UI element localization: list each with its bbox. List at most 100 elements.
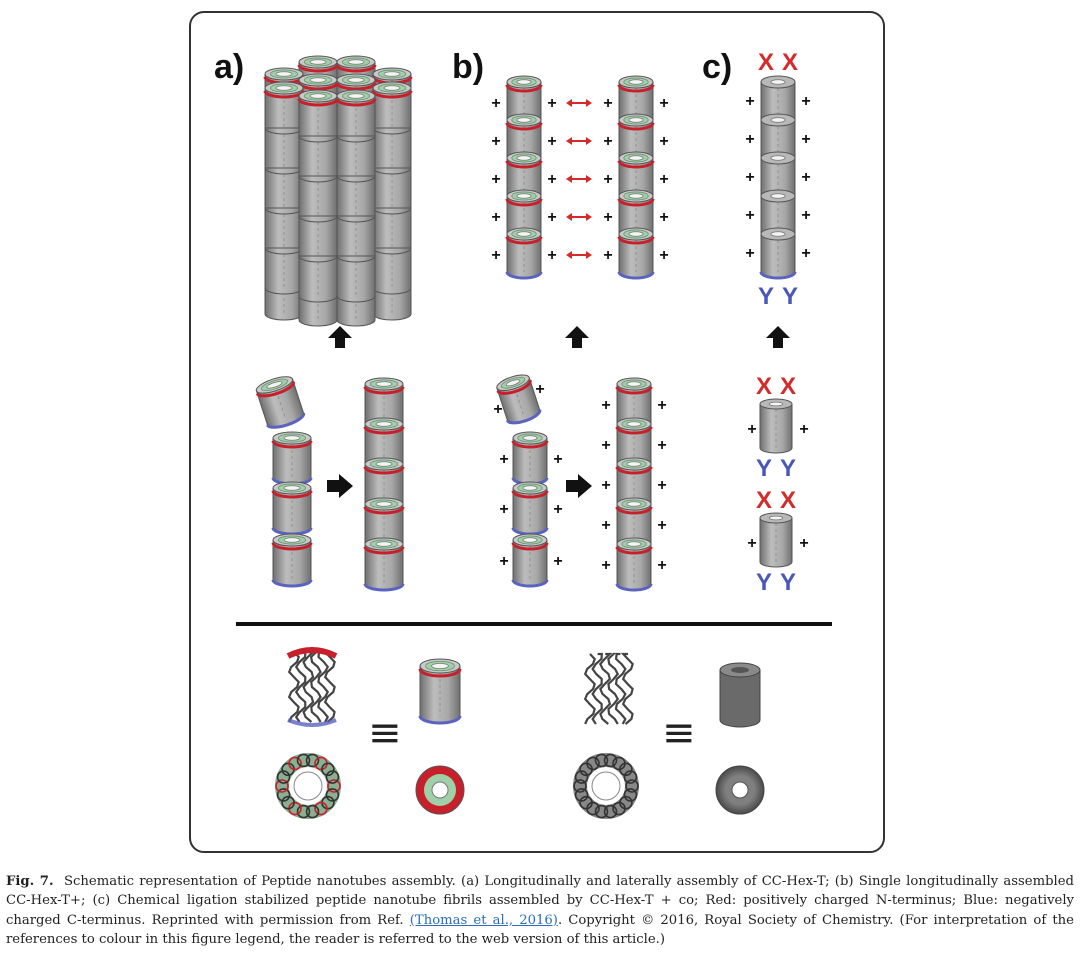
n-terminus-edge bbox=[297, 98, 339, 107]
panel-a-bundle bbox=[263, 55, 413, 327]
segment-lumen bbox=[628, 79, 644, 85]
positive-charge: + bbox=[499, 451, 508, 468]
positive-charge: + bbox=[603, 95, 612, 112]
x-mark: X bbox=[756, 487, 772, 514]
ring-helix bbox=[612, 801, 626, 816]
nanotube-segment bbox=[298, 255, 338, 303]
ring-helix bbox=[625, 779, 639, 793]
tilted-monomer bbox=[496, 374, 542, 425]
nanotube-segment bbox=[418, 658, 462, 725]
ring-helix bbox=[574, 770, 589, 784]
positive-charge: + bbox=[491, 247, 500, 264]
y-mark: Y bbox=[758, 283, 774, 310]
caption-label: Fig. 7. bbox=[6, 874, 54, 889]
right-arrow bbox=[327, 474, 353, 498]
n-terminus-edge bbox=[511, 440, 549, 449]
segment-lumen bbox=[266, 381, 283, 389]
positive-charge: + bbox=[547, 171, 556, 188]
nanotube-segment bbox=[759, 512, 793, 568]
bundle-tube bbox=[263, 81, 305, 295]
ring-helix bbox=[579, 795, 593, 810]
positive-charge: + bbox=[499, 553, 508, 570]
nanotube-segment bbox=[336, 135, 376, 183]
positive-charge: + bbox=[547, 133, 556, 150]
nanotube-segment bbox=[759, 227, 797, 280]
nanotube-segment bbox=[298, 215, 338, 263]
helix-strand bbox=[614, 652, 627, 725]
ring-helix bbox=[586, 756, 600, 771]
nanotube-segment bbox=[297, 89, 339, 143]
caption-reference-link[interactable]: (Thomas et al., 2016) bbox=[409, 912, 558, 928]
segment-lumen bbox=[770, 193, 786, 199]
positive-charge: + bbox=[747, 421, 756, 438]
positive-charge: + bbox=[659, 133, 668, 150]
positive-charge: + bbox=[491, 95, 500, 112]
helix-strand bbox=[287, 651, 301, 723]
nanotube-segment bbox=[511, 481, 549, 536]
c-terminus-edge bbox=[617, 271, 655, 280]
up-arrow bbox=[565, 326, 589, 348]
n-terminus-edge bbox=[371, 90, 413, 99]
nanotube-segment bbox=[336, 215, 376, 263]
nanotube-segment bbox=[372, 167, 412, 215]
segment-lumen bbox=[275, 85, 293, 91]
positive-charge: + bbox=[745, 207, 754, 224]
positive-charge: + bbox=[657, 397, 666, 414]
ring-helix bbox=[327, 779, 341, 793]
helix-bundle-model bbox=[286, 647, 338, 727]
interaction-arrow bbox=[566, 213, 592, 221]
helix-strand bbox=[294, 650, 307, 723]
y-mark: Y bbox=[756, 569, 772, 596]
helix-strand bbox=[317, 650, 330, 723]
nanotube-segment bbox=[372, 207, 412, 255]
ring-helix bbox=[296, 804, 311, 819]
c-terminus-edge bbox=[759, 271, 797, 280]
ring-helix bbox=[623, 788, 638, 802]
panel-a-monomers bbox=[255, 376, 405, 592]
uncharged-cylinder-lumen bbox=[731, 667, 749, 673]
n-terminus-edge bbox=[496, 379, 532, 395]
c-terminus-edge bbox=[266, 412, 306, 429]
y-mark: Y bbox=[780, 569, 796, 596]
segment-lumen bbox=[431, 662, 449, 670]
n-terminus-edge bbox=[615, 546, 653, 555]
segment-seam bbox=[298, 175, 338, 183]
positive-charge: + bbox=[659, 95, 668, 112]
uncharged-ring-lumen bbox=[731, 781, 749, 799]
nanotube-segment bbox=[617, 227, 655, 280]
positive-charge: + bbox=[657, 557, 666, 574]
segment-lumen bbox=[375, 381, 393, 387]
nanotube-segment bbox=[264, 167, 304, 215]
x-mark: X bbox=[782, 49, 798, 76]
nanotube-segment bbox=[759, 398, 793, 454]
segment-lumen bbox=[770, 231, 786, 237]
positive-charge: + bbox=[799, 535, 808, 552]
segment-body bbox=[336, 255, 376, 303]
assembly-arrows bbox=[327, 326, 790, 498]
ring-lumen bbox=[591, 771, 621, 801]
equivalent-symbol-uncharged: ≡ bbox=[662, 710, 696, 756]
arrow-head bbox=[586, 213, 592, 221]
n-terminus-edge bbox=[297, 64, 339, 73]
n-terminus-edge bbox=[505, 122, 543, 131]
segment-lumen bbox=[516, 155, 532, 161]
positive-charge: + bbox=[535, 381, 544, 398]
positive-charge: + bbox=[553, 451, 562, 468]
nanotube-segment bbox=[298, 175, 338, 223]
segment-lumen bbox=[375, 421, 393, 427]
ring-lumen bbox=[293, 771, 323, 801]
positive-charge: + bbox=[499, 501, 508, 518]
positive-charge: + bbox=[553, 501, 562, 518]
positive-charge: + bbox=[491, 171, 500, 188]
uncharged-cylinder-body bbox=[719, 669, 761, 728]
helix-ring-model bbox=[573, 753, 639, 819]
panel-b-monomers: ++++++++++++++++++ bbox=[493, 374, 667, 592]
panel-label-a: a) bbox=[214, 48, 244, 86]
n-terminus-edge bbox=[617, 84, 655, 93]
segment-lumen bbox=[516, 231, 532, 237]
c-terminus-edge bbox=[505, 271, 543, 280]
n-terminus-edge bbox=[617, 160, 655, 169]
positive-charge: + bbox=[603, 133, 612, 150]
positive-charge: + bbox=[745, 93, 754, 110]
